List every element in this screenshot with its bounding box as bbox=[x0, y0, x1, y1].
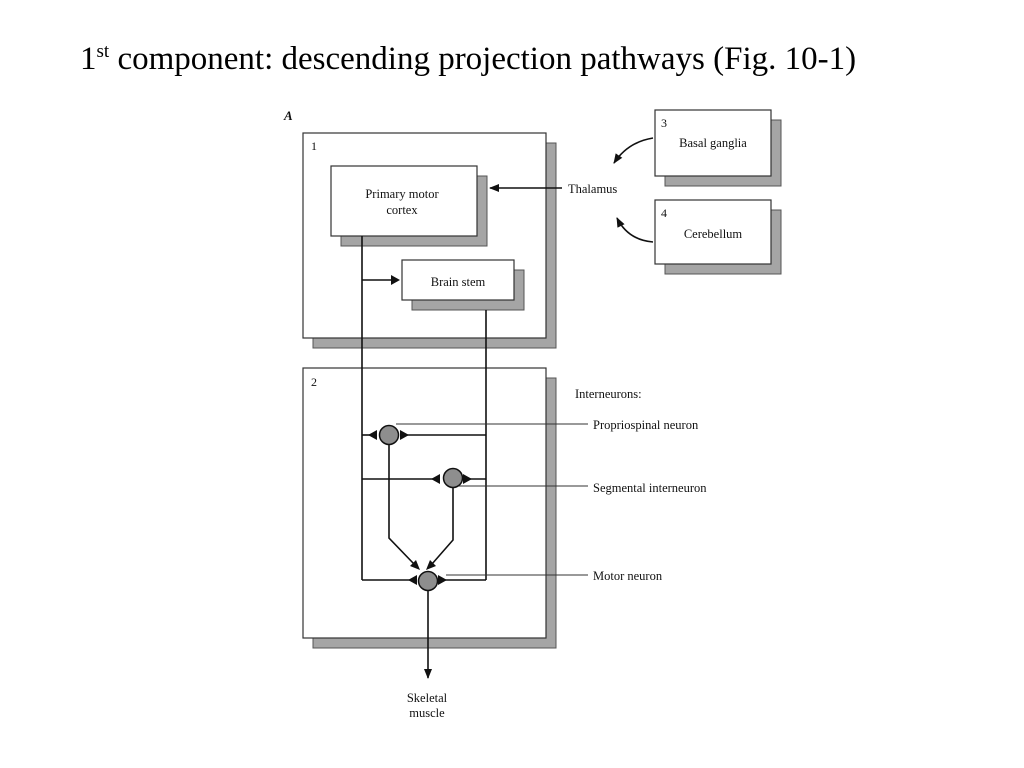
brain-stem-box bbox=[401, 259, 515, 301]
interneurons-heading: Interneurons: bbox=[575, 387, 642, 401]
box3-number: 3 bbox=[661, 116, 667, 130]
primary-motor-cortex-line1: Primary motor bbox=[365, 187, 439, 201]
propriospinal-motor-synapse bbox=[410, 560, 420, 570]
segmental-interneuron bbox=[442, 467, 464, 489]
title-rest: component: descending projection pathway… bbox=[109, 41, 857, 77]
propriospinal-axon bbox=[388, 445, 415, 565]
box2-number: 2 bbox=[311, 375, 317, 389]
propriospinal-left-synapse bbox=[368, 430, 377, 440]
title-superscript: st bbox=[96, 41, 110, 62]
slide-title: 1st component: descending projection pat… bbox=[80, 40, 856, 80]
propriospinal-label: Propriospinal neuron bbox=[593, 418, 699, 432]
segmental-axon bbox=[431, 488, 454, 565]
motor-neuron-label: Motor neuron bbox=[593, 569, 663, 583]
propriospinal-neuron bbox=[378, 424, 400, 446]
thalamus-label: Thalamus bbox=[568, 182, 617, 196]
cerebellum-to-thalamus-arrow bbox=[616, 217, 654, 243]
title-prefix: 1 bbox=[80, 41, 97, 77]
brain-stem-label: Brain stem bbox=[431, 275, 486, 289]
motor-right-synapse bbox=[438, 575, 447, 585]
motor-left-synapse bbox=[408, 575, 417, 585]
box4-number: 4 bbox=[661, 206, 667, 220]
basal-ganglia-box bbox=[654, 109, 772, 177]
basal-ganglia-to-thalamus-arrow bbox=[613, 137, 654, 164]
propriospinal-right-synapse bbox=[400, 430, 409, 440]
segmental-left-synapse bbox=[431, 474, 440, 484]
panel-letter: A bbox=[283, 108, 293, 123]
box1-number: 1 bbox=[311, 139, 317, 153]
segmental-label: Segmental interneuron bbox=[593, 481, 707, 495]
cerebellum-box bbox=[654, 199, 772, 265]
cortex-brainstem-synapse bbox=[391, 275, 400, 285]
skeletal-muscle-line2: muscle bbox=[409, 706, 445, 720]
cerebellum-label: Cerebellum bbox=[684, 227, 743, 241]
skeletal-muscle-line1: Skeletal bbox=[407, 691, 448, 705]
segmental-right-synapse bbox=[463, 474, 472, 484]
box2-panel bbox=[302, 367, 547, 639]
basal-ganglia-label: Basal ganglia bbox=[679, 136, 747, 150]
primary-motor-cortex-box bbox=[330, 165, 478, 237]
primary-motor-cortex-line2: cortex bbox=[386, 203, 418, 217]
motor-neuron bbox=[417, 570, 439, 592]
segmental-motor-synapse bbox=[426, 560, 436, 570]
